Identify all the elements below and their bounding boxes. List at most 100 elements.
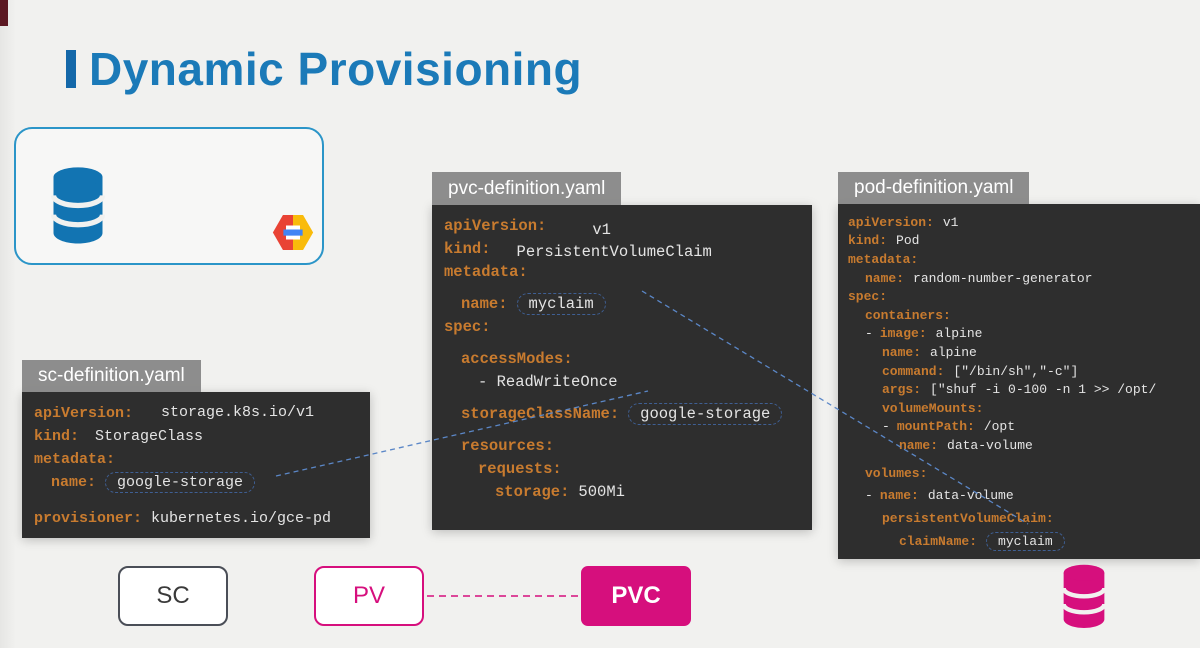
code-key: name: (865, 270, 905, 286)
code-value: kubernetes.io/gce-pd (151, 510, 332, 527)
code-value: v1 (592, 220, 611, 239)
video-edge-artifact (0, 0, 8, 26)
code-key: image: (879, 326, 927, 342)
code-value: Pod (896, 233, 920, 249)
code-line: containers: (848, 306, 1190, 325)
code-key: name: (51, 474, 97, 491)
code-line: spec: (444, 315, 800, 338)
code-key: mountPath: (896, 419, 975, 435)
code-line: apiVersion: v1 (444, 214, 800, 239)
code-value-highlight: google-storage (628, 402, 783, 425)
code-value: data-volume (927, 488, 1014, 504)
code-key: storage: (495, 482, 570, 501)
code-key: name: (882, 344, 922, 360)
code-key: claimName: (899, 533, 978, 549)
code-line: provisioner: kubernetes.io/gce-pd (34, 507, 358, 530)
code-line: spec: (848, 287, 1190, 306)
pod-panel-tab: pod-definition.yaml (838, 172, 1030, 204)
code-key: containers: (865, 307, 951, 323)
code-key: name: (899, 437, 939, 453)
code-key: volumeMounts: (882, 400, 984, 416)
database-icon-magenta (1061, 564, 1107, 628)
code-key: provisioner: (34, 510, 143, 527)
code-line: metadata: (34, 448, 358, 471)
code-line: name: google-storage (34, 471, 358, 494)
page-title-block: Dynamic Provisioning (66, 42, 582, 96)
yaml-dash: - (865, 326, 873, 342)
code-key: volumes: (865, 465, 928, 481)
code-key: kind: (34, 428, 80, 445)
code-key: name: (879, 488, 919, 504)
code-value: alpine (935, 326, 983, 342)
code-line: accessModes: (444, 347, 800, 370)
code-key: apiVersion: (848, 214, 934, 230)
code-line: metadata: (444, 260, 800, 283)
code-line: command:["/bin/sh","-c"] (848, 362, 1190, 381)
code-value: random-number-generator (913, 270, 1093, 286)
code-value-highlight: myclaim (516, 292, 606, 315)
node-persistent-volume: PV (314, 566, 424, 626)
sc-panel-tab: sc-definition.yaml (22, 360, 201, 392)
code-line: -mountPath: /opt (848, 418, 1190, 437)
code-value: StorageClass (95, 428, 204, 445)
node-label: SC (156, 582, 190, 609)
code-value: - ReadWriteOnce (478, 372, 618, 391)
code-line: - ReadWriteOnce (444, 370, 800, 393)
code-key: accessModes: (461, 349, 573, 368)
code-line: apiVersion: storage.k8s.io/v1 (34, 402, 358, 425)
node-storage-class: SC (118, 566, 228, 626)
code-value: ["/bin/sh","-c"] (953, 363, 1079, 379)
code-key: kind: (848, 233, 888, 249)
code-line: args: ["shuf -i 0-100 -n 1 >> /opt/ (848, 380, 1190, 399)
code-key: spec: (444, 317, 491, 336)
code-key: kind: (444, 239, 491, 258)
node-persistent-volume-claim: PVC (581, 566, 691, 626)
code-line: storage: 500Mi (444, 480, 800, 503)
code-key: args: (882, 382, 922, 398)
code-key: apiVersion: (444, 216, 547, 235)
pvc-yaml-panel: apiVersion: v1 kind: PersistentVolumeClaim… (432, 205, 812, 530)
code-key: requests: (478, 459, 562, 478)
code-value: alpine (930, 344, 977, 360)
sc-yaml-panel: apiVersion: storage.k8s.io/v1 kind: Storag… (22, 392, 370, 538)
code-line: kind: PersistentVolumeClaim (444, 237, 800, 261)
page-title: Dynamic Provisioning (89, 43, 583, 95)
code-line: -image: alpine (848, 325, 1190, 344)
code-value: /opt (983, 419, 1016, 435)
pvc-panel-tab: pvc-definition.yaml (432, 172, 622, 205)
yaml-dash: - (882, 419, 890, 435)
code-key: spec: (848, 289, 888, 305)
code-value: PersistentVolumeClaim (516, 242, 712, 261)
code-line: volumes: (848, 464, 1190, 483)
code-line: -name: data-volume (848, 486, 1190, 505)
code-key: resources: (461, 436, 555, 455)
code-line: resources: (444, 434, 800, 457)
pod-yaml-panel: apiVersion: v1 kind: Pod metadata: name: ra… (838, 204, 1200, 559)
node-label: PVC (611, 582, 661, 609)
code-line: apiVersion: v1 (848, 213, 1190, 232)
code-key: name: (461, 294, 508, 313)
yaml-dash: - (865, 488, 873, 504)
code-value: data-volume (947, 437, 1033, 453)
code-value-highlight: myclaim (986, 531, 1065, 551)
code-line: requests: (444, 457, 800, 480)
code-value: v1 (942, 214, 959, 230)
code-key: metadata: (34, 451, 116, 468)
gcp-icon (272, 215, 314, 250)
code-line: kind: StorageClass (34, 425, 358, 448)
code-line: name: data-volume (848, 436, 1190, 455)
code-key: apiVersion: (34, 405, 134, 422)
code-value: 500Mi (578, 482, 625, 501)
code-line: volumeMounts: (848, 399, 1190, 418)
code-line: metadata: (848, 250, 1190, 269)
code-line: name: myclaim (444, 292, 800, 315)
code-line: name: alpine (848, 343, 1190, 362)
code-key: persistentVolumeClaim: (882, 510, 1054, 526)
title-accent-bar (66, 50, 76, 88)
code-line: claimName: myclaim (848, 531, 1190, 551)
code-value-highlight: google-storage (105, 472, 256, 493)
code-key: metadata: (444, 262, 528, 281)
code-value: ["shuf -i 0-100 -n 1 >> /opt/ (930, 382, 1157, 398)
code-value: storage.k8s.io/v1 (161, 404, 315, 421)
